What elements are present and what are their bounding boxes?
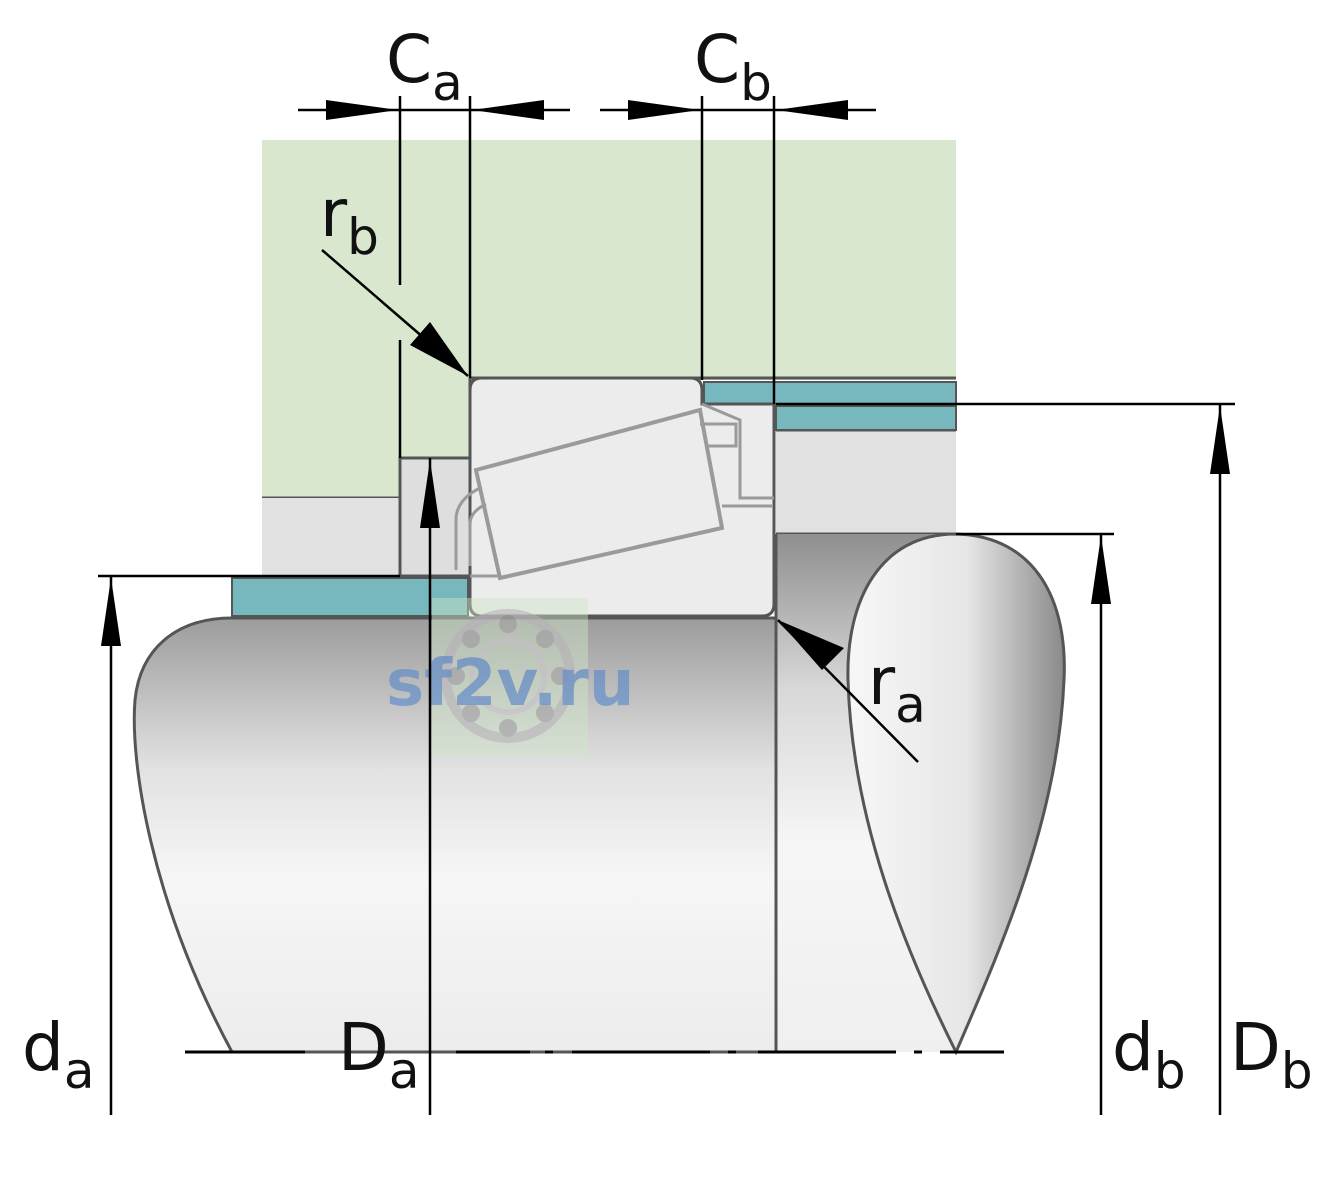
bearing-cage bbox=[700, 422, 738, 448]
cb-arrow-right bbox=[776, 100, 848, 120]
housing-left-section bbox=[262, 140, 470, 498]
bearing-roller bbox=[473, 407, 725, 581]
dimension-labels: Ca Cb rb ra da Da db Db bbox=[22, 21, 1313, 1100]
label-da: da bbox=[22, 1009, 95, 1100]
inner-shim bbox=[231, 577, 469, 617]
bearing-cone-line bbox=[470, 504, 772, 578]
tapered-roller-bearing bbox=[454, 376, 776, 618]
label-db: db bbox=[1112, 1009, 1186, 1100]
housing bbox=[262, 140, 956, 500]
shaft bbox=[132, 532, 1066, 1056]
left-sleeve bbox=[262, 498, 400, 576]
label-rb: rb bbox=[320, 175, 379, 266]
left-shaft-body bbox=[132, 616, 778, 1054]
Db-arrow bbox=[1210, 406, 1230, 474]
watermark-balls bbox=[447, 615, 569, 737]
db-arrow bbox=[1091, 536, 1111, 604]
rb-arrow bbox=[410, 322, 468, 376]
watermark-text: sf2v.ru bbox=[386, 647, 634, 721]
ra-arrow bbox=[778, 620, 844, 670]
outer-shim bbox=[703, 381, 957, 405]
label-Db: Db bbox=[1230, 1009, 1313, 1100]
bearing-cup-line bbox=[701, 402, 774, 500]
arrowheads bbox=[101, 100, 1230, 670]
right-sleeve bbox=[776, 430, 956, 534]
label-ra: ra bbox=[868, 643, 926, 734]
label-cb: Cb bbox=[694, 21, 772, 112]
cb-arrow-left bbox=[628, 100, 700, 120]
bearing-cone-rib bbox=[454, 486, 487, 570]
outer-shim-lower bbox=[775, 405, 957, 431]
watermark: sf2v.ru bbox=[386, 598, 634, 756]
Da-arrow bbox=[420, 460, 440, 528]
label-Da: Da bbox=[338, 1009, 419, 1100]
watermark-bearing-inner bbox=[469, 637, 547, 715]
ca-arrow-left bbox=[326, 100, 398, 120]
label-ca: Ca bbox=[386, 21, 463, 112]
watermark-bearing-icon bbox=[441, 609, 575, 743]
ca-arrow-right bbox=[472, 100, 544, 120]
housing-right-section bbox=[470, 140, 956, 380]
da-arrow bbox=[101, 578, 121, 646]
